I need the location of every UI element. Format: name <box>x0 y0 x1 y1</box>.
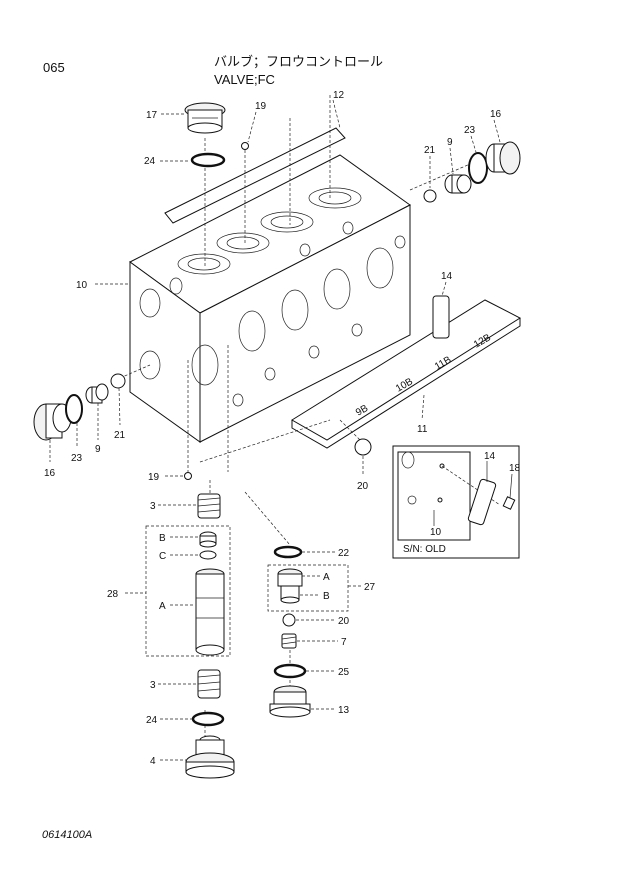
drawing-number: 0614100A <box>42 829 92 841</box>
callout-4: 4 <box>150 756 156 767</box>
callout-20-lower: 20 <box>338 616 350 627</box>
label-18-inset: 18 <box>509 463 521 474</box>
title-japanese: バルブ；フロウコントロール <box>214 54 383 70</box>
check-seat-b <box>280 585 300 604</box>
callout-9-left: 9 <box>95 444 101 455</box>
orifice-9-left <box>85 383 109 404</box>
callout-19-bottom: 19 <box>148 472 160 483</box>
callout-7: 7 <box>341 637 347 648</box>
callout-11: 11 <box>417 424 428 435</box>
callout-numbers: 17 19 12 24 21 9 23 16 10 14 16 23 9 21 … <box>44 90 502 767</box>
callout-28: 28 <box>107 589 119 600</box>
plug-13 <box>269 685 311 718</box>
assembly-28-box <box>145 525 231 657</box>
callout-23-left: 23 <box>71 453 83 464</box>
check-valve-a <box>277 568 303 587</box>
callout-19-top: 19 <box>255 101 267 112</box>
ball-19-top <box>241 142 249 150</box>
callout-22: 22 <box>338 548 350 559</box>
o-ring-25 <box>273 663 307 679</box>
callout-c-washer: C <box>159 551 166 562</box>
port-label-9b: 9B <box>354 403 370 419</box>
page-code: 065 <box>43 60 65 75</box>
callout-a-check: A <box>323 572 330 583</box>
valve-body-block <box>129 154 411 443</box>
label-10-inset: 10 <box>430 527 442 538</box>
callout-13: 13 <box>338 705 350 716</box>
cover-plate-14 <box>432 295 450 339</box>
nameplate-12 <box>164 127 346 224</box>
ball-19-bottom <box>184 472 192 480</box>
title-english: VALVE;FC <box>214 72 275 87</box>
spring-3-upper <box>197 493 221 519</box>
assembly-27-box <box>267 564 349 612</box>
o-ring-24-top <box>190 152 226 168</box>
callout-21-left: 21 <box>114 430 126 441</box>
spring-3-lower <box>197 669 221 699</box>
callout-14: 14 <box>441 271 453 282</box>
callout-16-left: 16 <box>44 468 56 479</box>
plug-16-right <box>485 141 521 175</box>
orifice-9-right <box>444 174 472 194</box>
callout-21-right: 21 <box>424 145 436 156</box>
callout-25: 25 <box>338 667 350 678</box>
port-bracket: 9B 10B 11B 12B <box>291 299 522 449</box>
callout-b-seat: B <box>159 533 166 544</box>
spring-7 <box>281 633 297 649</box>
callout-10: 10 <box>76 280 88 291</box>
ball-21-left <box>110 373 126 389</box>
plug-17 <box>184 102 226 134</box>
callout-leaders <box>49 99 501 761</box>
callout-a-spool: A <box>159 601 166 612</box>
callout-16-right: 16 <box>490 109 502 120</box>
callout-12: 12 <box>333 90 345 101</box>
o-ring-22 <box>273 545 303 559</box>
ball-21-right <box>423 189 437 203</box>
spool-a <box>195 568 225 656</box>
callout-9-right: 9 <box>447 137 453 148</box>
inset-caption: S/N: OLD <box>403 544 446 555</box>
seat-b <box>199 531 217 548</box>
o-ring-24-bottom <box>191 711 225 727</box>
callout-17: 17 <box>146 110 158 121</box>
callout-24-bottom: 24 <box>146 715 158 726</box>
callout-24-top: 24 <box>144 156 156 167</box>
o-ring-23-right <box>468 152 488 184</box>
callout-b-check: B <box>323 591 330 602</box>
callout-23-right: 23 <box>464 125 476 136</box>
washer-c <box>199 550 217 560</box>
ball-20-lower <box>282 613 296 627</box>
label-14-inset: 14 <box>484 451 496 462</box>
ball-20-upper <box>354 438 372 456</box>
callout-20-upper: 20 <box>357 481 369 492</box>
callout-27: 27 <box>364 582 376 593</box>
callout-3-upper: 3 <box>150 501 156 512</box>
inset-old-serial: S/N: OLD 14 18 10 <box>392 445 521 559</box>
plug-4 <box>185 735 235 779</box>
o-ring-23-left <box>65 394 83 424</box>
callout-3-lower: 3 <box>150 680 156 691</box>
